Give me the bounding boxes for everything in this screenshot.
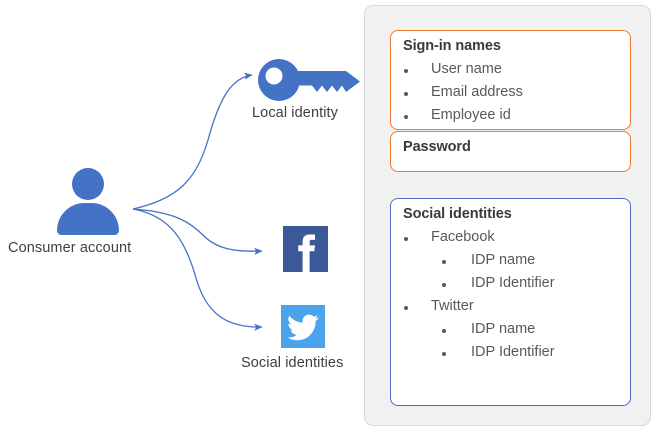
bullet-icon — [404, 92, 408, 96]
list-item: Facebook — [391, 228, 630, 251]
sign-in-names-card: Sign-in names User name Email address Em… — [390, 30, 631, 130]
bullet-icon — [442, 352, 446, 356]
twitter-icon — [281, 305, 325, 348]
arrow-to-local-identity — [132, 72, 253, 210]
arrow-to-facebook — [132, 208, 263, 255]
social-identities-card: Social identities Facebook IDP name IDP … — [390, 198, 631, 406]
social-identities-title: Social identities — [403, 206, 512, 222]
list-item: IDP Identifier — [391, 274, 630, 297]
password-title: Password — [403, 139, 471, 155]
list-item-label: User name — [431, 61, 502, 77]
list-item: Employee id — [391, 106, 630, 129]
person-icon — [57, 168, 119, 235]
list-item: IDP Identifier — [391, 343, 630, 366]
password-card: Password — [390, 131, 631, 172]
facebook-icon — [283, 226, 328, 272]
list-item-label: IDP Identifier — [471, 344, 555, 360]
sign-in-names-list: User name Email address Employee id — [391, 60, 630, 129]
person-head-shape — [72, 168, 104, 200]
local-identity-label: Local identity — [252, 105, 339, 121]
sign-in-names-title: Sign-in names — [403, 38, 501, 54]
list-item: IDP name — [391, 251, 630, 274]
list-item-label: Email address — [431, 84, 523, 100]
person-body-shape — [57, 203, 119, 235]
list-item-label: Employee id — [431, 107, 511, 123]
arrow-to-twitter — [132, 208, 263, 331]
list-item-label: IDP name — [471, 252, 536, 268]
list-item: IDP name — [391, 320, 630, 343]
key-icon — [258, 59, 360, 101]
bullet-icon — [442, 283, 446, 287]
bullet-icon — [442, 260, 446, 264]
consumer-account-label: Consumer account — [8, 240, 132, 256]
list-item: Email address — [391, 83, 630, 106]
list-item: Twitter — [391, 297, 630, 320]
list-item-label: Twitter — [431, 298, 474, 314]
bullet-icon — [404, 237, 408, 241]
bullet-icon — [404, 115, 408, 119]
bullet-icon — [442, 329, 446, 333]
social-identities-list: Facebook IDP name IDP Identifier Twitter… — [391, 228, 630, 366]
list-item-label: IDP name — [471, 321, 536, 337]
bullet-icon — [404, 69, 408, 73]
list-item-label: IDP Identifier — [471, 275, 555, 291]
social-identities-label: Social identities — [241, 355, 344, 371]
list-item-label: Facebook — [431, 229, 495, 245]
list-item: User name — [391, 60, 630, 83]
bullet-icon — [404, 306, 408, 310]
